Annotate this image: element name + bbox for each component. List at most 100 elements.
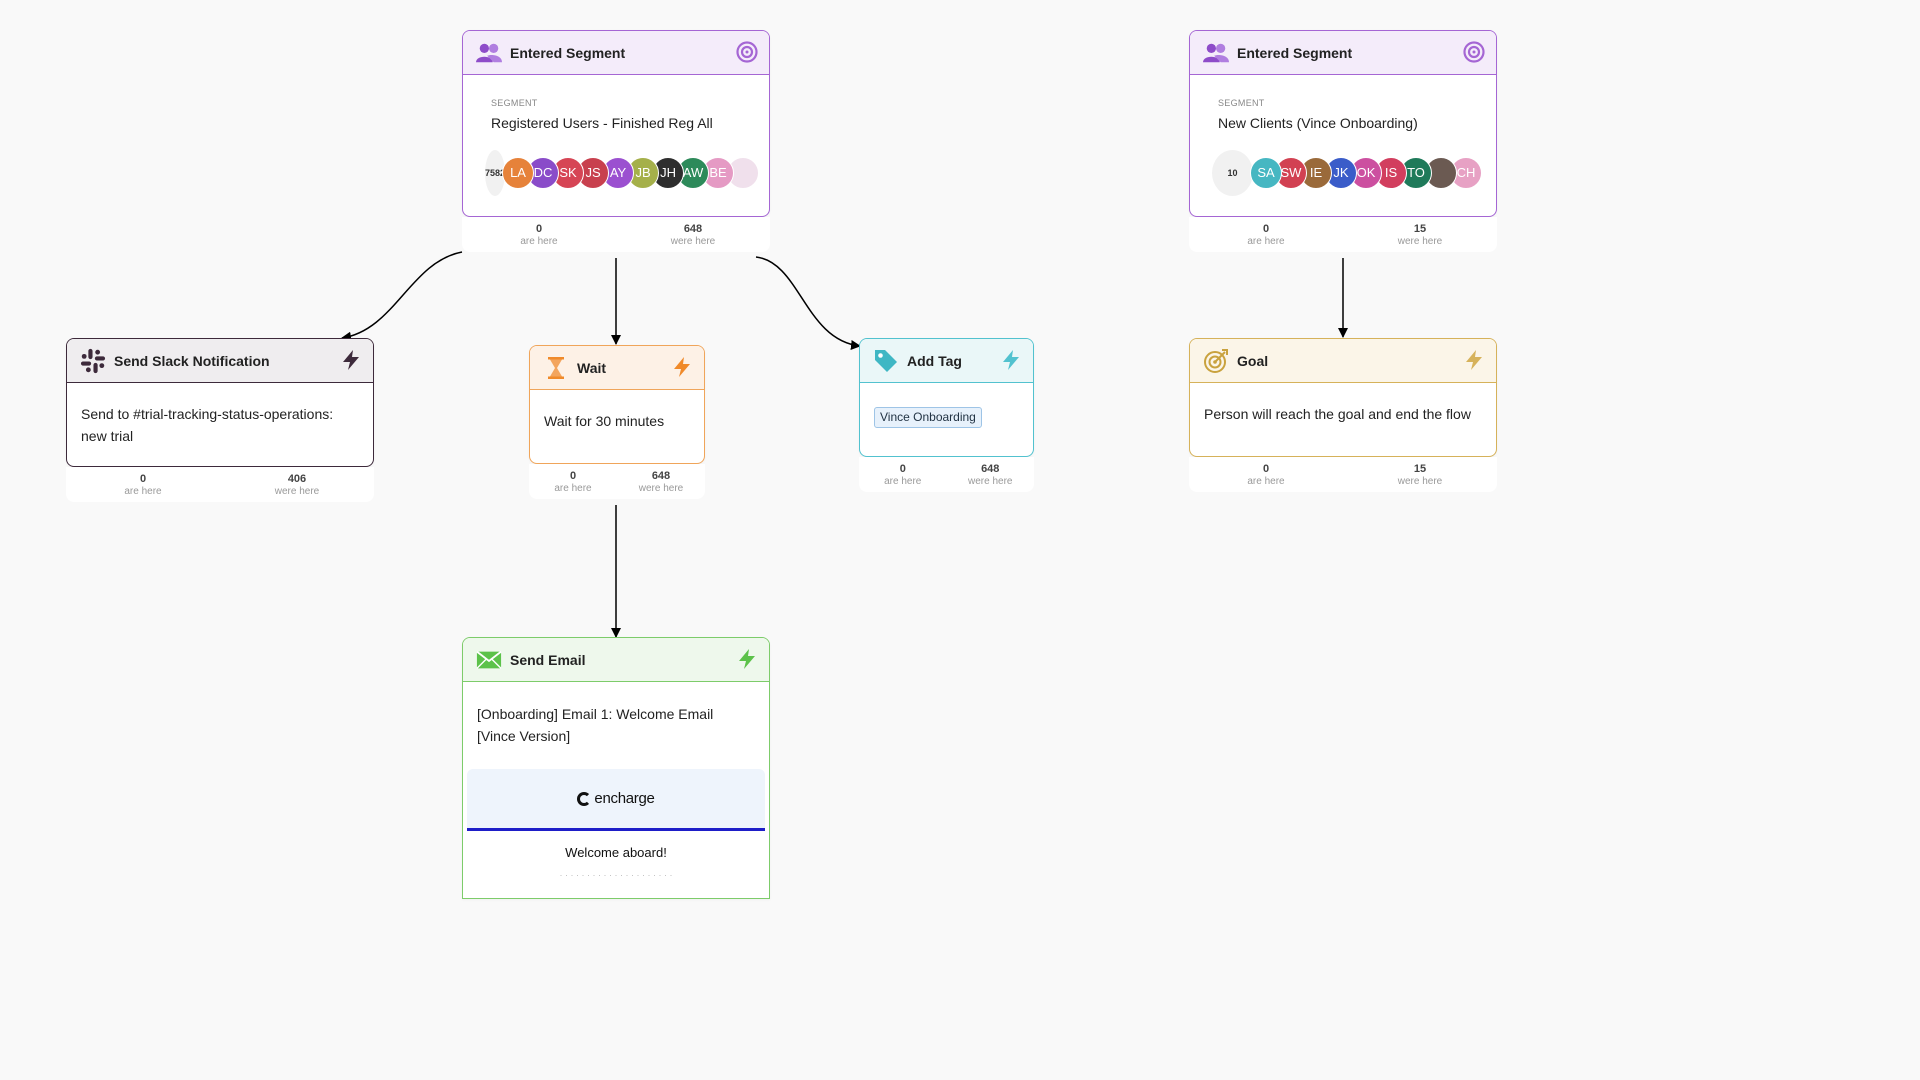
- node-card[interactable]: Entered Segment SEGMENT New Clients (Vin…: [1189, 30, 1497, 217]
- target-icon[interactable]: [735, 40, 759, 64]
- node-card[interactable]: Goal Person will reach the goal and end …: [1189, 338, 1497, 457]
- member-count: 10: [1212, 150, 1253, 196]
- stat-were-here: 648 were here: [616, 223, 770, 248]
- stat-are-here: 0 are here: [66, 473, 220, 498]
- stat-are-here: 0 are here: [462, 223, 616, 248]
- stat-were-here: 406 were here: [220, 473, 374, 498]
- stat-are-here: 0 are here: [529, 470, 617, 495]
- avatar[interactable]: SA: [1250, 157, 1282, 189]
- stat-were-here: 15 were here: [1343, 223, 1497, 248]
- node-header: Goal: [1190, 339, 1496, 383]
- member-count: 7582: [485, 150, 506, 196]
- edge-segment1-slack: [341, 251, 463, 342]
- node-header: Send Slack Notification: [67, 339, 373, 383]
- node-stats: 0 are here 648 were here: [462, 217, 770, 252]
- stat-were-here: 648 were here: [617, 470, 705, 495]
- stat-label: were here: [1397, 236, 1443, 247]
- brand-name: encharge: [594, 790, 655, 807]
- node-stats: 0 are here 648 were here: [529, 464, 705, 499]
- lightning-icon[interactable]: [1462, 348, 1486, 372]
- stat-label: are here: [520, 236, 558, 247]
- hourglass-icon: [543, 355, 569, 381]
- stat-label: are here: [884, 476, 922, 487]
- stat-are-here: 0 are here: [859, 463, 947, 488]
- avatar[interactable]: CH: [1450, 157, 1482, 189]
- lightning-icon[interactable]: [999, 348, 1023, 372]
- stat-label: were here: [1397, 476, 1443, 487]
- stat-value: 15: [1413, 463, 1427, 475]
- target-icon[interactable]: [1462, 40, 1486, 64]
- stat-label: are here: [554, 483, 592, 494]
- node-header: Send Email: [463, 638, 769, 682]
- segment-label: SEGMENT: [491, 98, 538, 108]
- node-stats: 0 are here 648 were here: [859, 457, 1034, 492]
- users-icon: [476, 40, 502, 66]
- stat-were-here: 648 were here: [947, 463, 1035, 488]
- node-send-slack-notification[interactable]: Send Slack Notification Send to #trial-t…: [66, 338, 374, 502]
- stat-value: 406: [287, 473, 307, 485]
- stat-label: were here: [274, 486, 320, 497]
- lightning-icon[interactable]: [670, 355, 694, 379]
- node-title: Entered Segment: [510, 44, 626, 61]
- node-stats: 0 are here 406 were here: [66, 467, 374, 502]
- segment-name: New Clients (Vince Onboarding): [1218, 115, 1418, 131]
- stat-label: were here: [968, 476, 1013, 487]
- avatar[interactable]: LA: [502, 157, 535, 189]
- node-card[interactable]: Entered Segment SEGMENT Registered Users…: [462, 30, 770, 217]
- lightning-icon[interactable]: [339, 348, 363, 372]
- encharge-logo: encharge: [577, 790, 655, 807]
- node-body: Send to #trial-tracking-status-operation…: [81, 406, 334, 444]
- node-card[interactable]: Send Slack Notification Send to #trial-t…: [66, 338, 374, 467]
- goal-target-icon: [1203, 348, 1229, 374]
- stat-label: are here: [1247, 236, 1285, 247]
- stat-value: 15: [1413, 223, 1427, 235]
- avatar[interactable]: JS: [577, 157, 610, 189]
- stat-label: were here: [670, 236, 716, 247]
- node-card[interactable]: Send Email [Onboarding] Email 1: Welcome…: [462, 637, 770, 899]
- node-wait[interactable]: Wait Wait for 30 minutes 0 are here 648 …: [529, 345, 705, 499]
- stat-value: 0: [1262, 463, 1270, 475]
- stat-value: 648: [651, 470, 671, 482]
- email-preview-heading: Welcome aboard!: [565, 845, 667, 860]
- stat-value: 648: [981, 463, 1000, 475]
- stat-value: 0: [1262, 223, 1270, 235]
- node-title: Send Email: [510, 651, 586, 668]
- tag-chip: Vince Onboarding: [874, 407, 982, 428]
- node-body: Person will reach the goal and end the f…: [1204, 406, 1471, 422]
- node-goal[interactable]: Goal Person will reach the goal and end …: [1189, 338, 1497, 492]
- stat-were-here: 15 were here: [1343, 463, 1497, 488]
- node-card[interactable]: Wait Wait for 30 minutes: [529, 345, 705, 464]
- node-body: Wait for 30 minutes: [544, 413, 665, 429]
- node-body: Vince Onboarding: [860, 383, 1033, 450]
- tag-icon: [873, 348, 899, 374]
- email-preview-text: · · · · · · · · · · · · · · · · · · · · …: [559, 870, 673, 880]
- node-entered-segment-1[interactable]: Entered Segment SEGMENT Registered Users…: [462, 30, 770, 252]
- stat-label: were here: [638, 483, 684, 494]
- stat-value: 0: [899, 463, 906, 475]
- node-title: Goal: [1237, 352, 1269, 369]
- edge-segment1-tag: [755, 256, 861, 350]
- stat-value: 0: [139, 473, 147, 485]
- node-header: Add Tag: [860, 339, 1033, 383]
- node-stats: 0 are here 15 were here: [1189, 457, 1497, 492]
- stat-value: 0: [535, 223, 543, 235]
- lightning-icon[interactable]: [735, 647, 759, 671]
- node-stats: 0 are here 15 were here: [1189, 217, 1497, 252]
- node-header: Wait: [530, 346, 704, 390]
- encharge-logo-icon: [577, 791, 592, 806]
- node-card[interactable]: Add Tag Vince Onboarding: [859, 338, 1034, 457]
- node-send-email[interactable]: Send Email [Onboarding] Email 1: Welcome…: [462, 637, 770, 899]
- stat-value: 0: [569, 470, 577, 482]
- email-preview[interactable]: encharge: [467, 769, 765, 831]
- node-title: Send Slack Notification: [114, 352, 270, 369]
- node-body: SEGMENT New Clients (Vince Onboarding) 1…: [1190, 75, 1496, 196]
- stat-are-here: 0 are here: [1189, 463, 1343, 488]
- node-title: Add Tag: [907, 352, 962, 369]
- node-add-tag[interactable]: Add Tag Vince Onboarding 0 are here 648 …: [859, 338, 1034, 492]
- node-header: Entered Segment: [1190, 31, 1496, 75]
- node-entered-segment-2[interactable]: Entered Segment SEGMENT New Clients (Vin…: [1189, 30, 1497, 252]
